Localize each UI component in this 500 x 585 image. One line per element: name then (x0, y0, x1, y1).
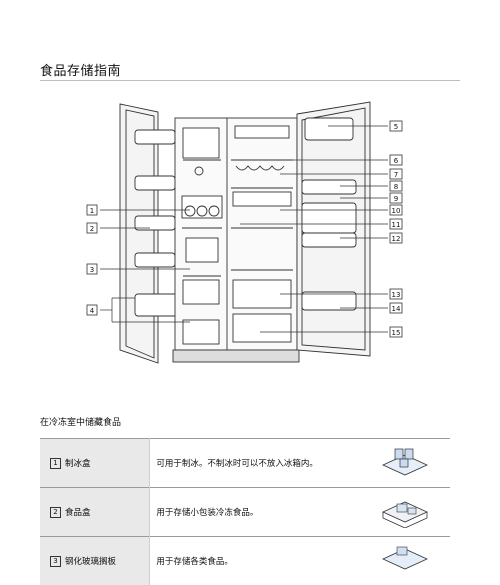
svg-text:10: 10 (392, 207, 401, 215)
callout-right-5: 5 (390, 121, 402, 131)
svg-text:7: 7 (394, 171, 398, 179)
callout-right-12: 12 (390, 233, 402, 243)
food-box-icon (375, 494, 435, 528)
title-divider (40, 80, 460, 81)
callout-right-15: 15 (390, 327, 402, 337)
row-name: 制冰盒 (65, 459, 91, 469)
callout-right-10: 10 (390, 205, 402, 215)
callout-left-1: 1 (87, 205, 97, 215)
svg-text:3: 3 (90, 266, 94, 274)
refrigerator-diagram: 1 2 3 4 5 6 7 8 9 10 11 12 13 14 15 (40, 88, 460, 388)
callout-right-14: 14 (390, 303, 402, 313)
svg-text:14: 14 (392, 305, 401, 313)
row-description: 可用于制冰。不制冰时可以不放入冰箱内。 (150, 439, 359, 488)
row-name: 食品盒 (65, 508, 91, 518)
callout-left-3: 3 (87, 264, 97, 274)
svg-text:12: 12 (392, 235, 401, 243)
callout-right-6: 6 (390, 155, 402, 165)
callout-left-2: 2 (87, 223, 97, 233)
callout-right-9: 9 (390, 193, 402, 203)
table-row: 1 制冰盒 可用于制冰。不制冰时可以不放入冰箱内。 (40, 439, 450, 488)
svg-text:13: 13 (392, 291, 401, 299)
row-number: 1 (50, 458, 61, 469)
svg-text:6: 6 (394, 157, 399, 165)
callout-right-13: 13 (390, 289, 402, 299)
page-title: 食品存储指南 (40, 60, 121, 79)
callout-left-4: 4 (87, 305, 97, 315)
row-description: 用于存储各类食品。 (150, 537, 359, 585)
row-number: 3 (50, 556, 61, 567)
callout-right-8: 8 (390, 181, 402, 191)
table-row: 2 食品盒 用于存储小包装冷冻食品。 (40, 488, 450, 537)
ice-tray-icon (375, 445, 435, 479)
section-title: 在冷冻室中储藏食品 (40, 415, 121, 428)
row-number: 2 (50, 507, 61, 518)
svg-text:8: 8 (394, 183, 398, 191)
row-description: 用于存储小包装冷冻食品。 (150, 488, 359, 537)
svg-text:15: 15 (392, 329, 401, 337)
svg-text:11: 11 (392, 221, 401, 229)
svg-text:9: 9 (394, 195, 398, 203)
svg-text:1: 1 (90, 207, 94, 215)
callout-right-7: 7 (390, 169, 402, 179)
storage-guide-table: 1 制冰盒 可用于制冰。不制冰时可以不放入冰箱内。 2 食品盒 用于存储小包装冷冻食… (40, 438, 450, 585)
callout-right-11: 11 (390, 219, 402, 229)
svg-text:2: 2 (90, 225, 94, 233)
glass-shelf-icon (375, 543, 435, 577)
svg-text:5: 5 (394, 123, 398, 131)
svg-text:4: 4 (90, 307, 95, 315)
